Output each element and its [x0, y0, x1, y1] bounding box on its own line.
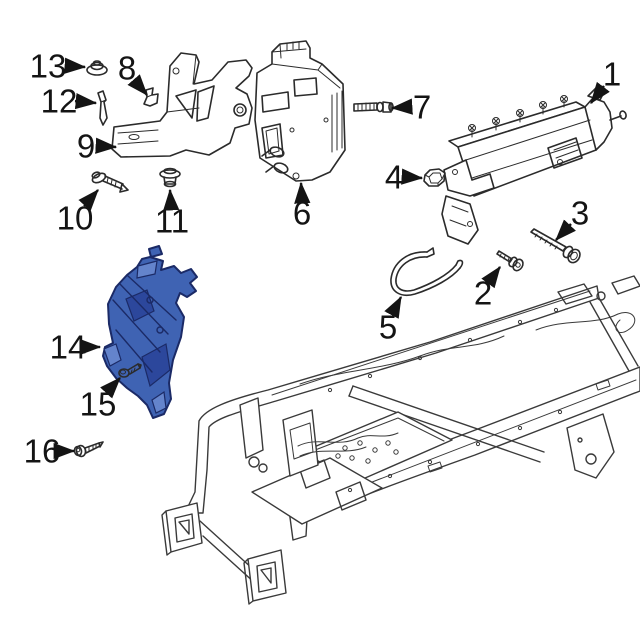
part-7-stud-bolt-drawing [353, 101, 394, 113]
callout-14-mounting-bracket-highlighted: 14 [50, 329, 102, 366]
part-6-junction-box-drawing [254, 40, 346, 182]
part-12-pin-drawing [97, 90, 108, 126]
callout-arrow-8 [127, 74, 148, 96]
part-9-upper-bracket-drawing [111, 52, 253, 158]
callout-1-battery-control-module: 1 [590, 56, 621, 104]
callout-16-screw: 16 [24, 433, 76, 470]
part-2-bolt-drawing [496, 250, 524, 272]
callout-11-grommet: 11 [155, 188, 189, 240]
callout-arrow-11 [163, 188, 180, 211]
callout-2-bolt: 2 [474, 266, 501, 312]
part-8-clip-drawing [143, 87, 159, 107]
callout-number-13: 13 [30, 48, 67, 85]
callout-4-nut: 4 [385, 159, 424, 196]
callout-arrow-10 [78, 189, 99, 211]
callout-number-6: 6 [293, 195, 311, 232]
callout-arrow-1 [590, 81, 610, 104]
part-13-nut-grommet-drawing [86, 60, 108, 76]
callout-number-10: 10 [57, 200, 94, 237]
callout-arrow-12 [74, 92, 98, 110]
callout-6-junction-box-module: 6 [293, 181, 311, 232]
callout-arrow-13 [64, 57, 87, 74]
callout-3-long-bolt: 3 [555, 195, 589, 241]
callout-arrow-7 [390, 98, 413, 115]
callout-15-screw: 15 [80, 377, 121, 423]
part-4-nut-drawing [423, 168, 446, 187]
part-16-screw-drawing [73, 441, 104, 458]
truck-frame-drawing [161, 275, 640, 605]
callout-arrow-4 [401, 168, 424, 185]
part-11-grommet-drawing [159, 167, 181, 188]
part-15-screw-drawing [118, 363, 142, 378]
callout-number-7: 7 [413, 89, 431, 126]
callout-number-9: 9 [77, 128, 95, 165]
callout-13-nut-grommet: 13 [30, 48, 87, 85]
callout-number-5: 5 [379, 309, 397, 346]
callout-10-push-pin: 10 [57, 189, 99, 237]
callout-5-ground-strap: 5 [379, 295, 403, 346]
part-10-push-pin-drawing [91, 171, 129, 193]
callout-number-8: 8 [118, 50, 136, 87]
callout-number-2: 2 [474, 275, 492, 312]
callout-8-clip: 8 [118, 50, 148, 96]
callout-arrow-9 [95, 137, 118, 154]
callout-number-15: 15 [80, 386, 117, 423]
callout-number-3: 3 [571, 195, 589, 232]
callout-9-upper-bracket: 9 [77, 128, 118, 165]
callout-7-stud-bolt: 7 [390, 89, 431, 126]
part-5-ground-strap-drawing [390, 247, 464, 296]
callout-arrow-3 [555, 219, 576, 241]
callout-number-11: 11 [155, 203, 189, 240]
callout-12-pin-rivet: 12 [41, 83, 98, 120]
callout-arrow-2 [481, 266, 501, 289]
callout-number-4: 4 [385, 159, 403, 196]
callout-number-12: 12 [41, 83, 78, 120]
part-14-mounting-bracket-drawing [102, 245, 198, 419]
callout-number-16: 16 [24, 433, 61, 470]
callout-arrow-5 [384, 295, 403, 319]
callout-number-14: 14 [50, 329, 87, 366]
callout-arrow-6 [294, 181, 311, 204]
callout-number-1: 1 [603, 56, 621, 93]
callout-arrow-15 [100, 377, 121, 399]
part-3-long-bolt-drawing [530, 228, 581, 264]
part-1-battery-module-drawing [441, 87, 627, 245]
